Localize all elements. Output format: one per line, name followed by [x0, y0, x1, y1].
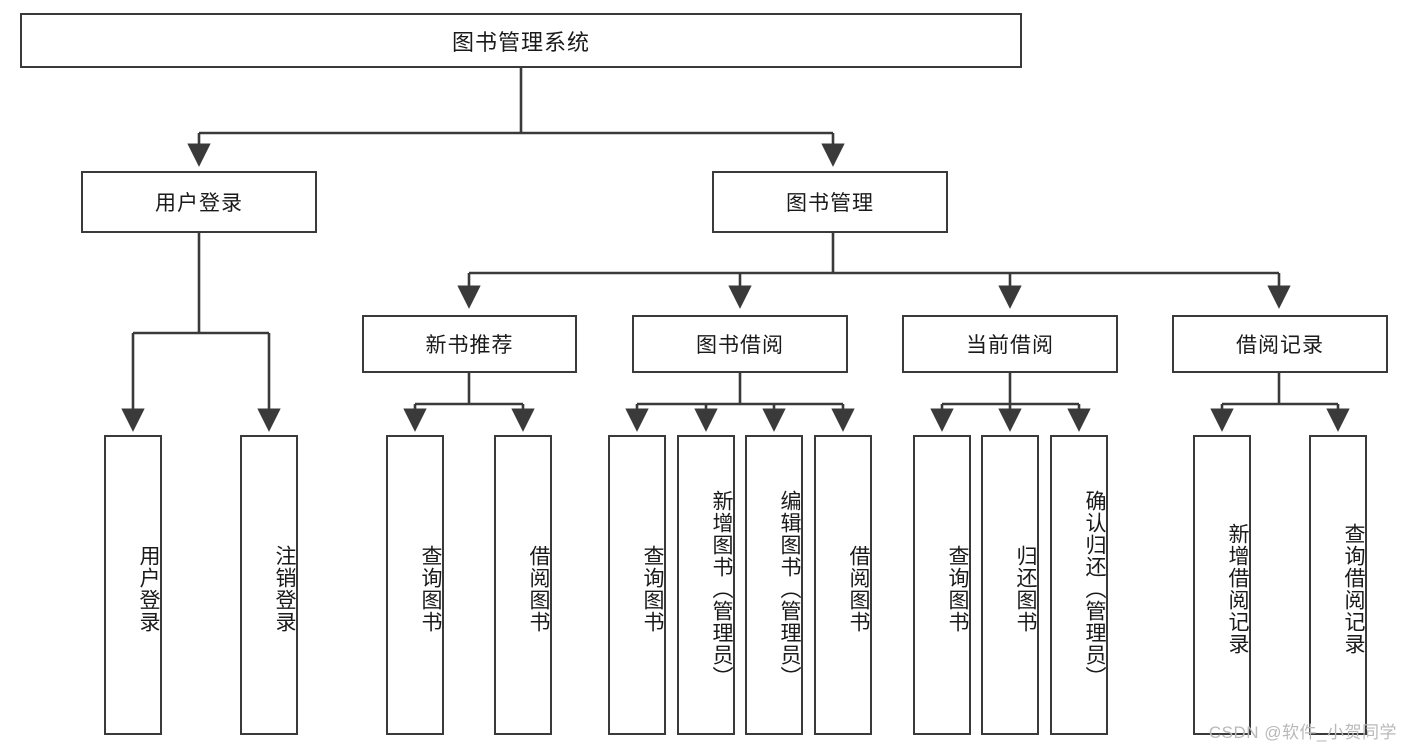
node-book-borrow-label: 图书借阅 — [696, 334, 784, 357]
leaf-borrow-record-2-label: 查询借阅记录 — [1342, 523, 1365, 655]
node-current-borrow-label: 当前借阅 — [966, 334, 1054, 357]
leaf-book-borrow-2[interactable]: 新增图书（管理员） — [677, 435, 735, 735]
leaf-current-borrow-3-label: 确认归还（管理员） — [1083, 490, 1106, 688]
leaf-current-borrow-1-label: 查询图书 — [946, 545, 969, 633]
leaf-current-borrow-3[interactable]: 确认归还（管理员） — [1050, 435, 1108, 735]
leaf-user-login-2-label: 注销登录 — [273, 545, 296, 633]
leaf-new-book-1[interactable]: 查询图书 — [386, 435, 444, 735]
node-new-book-recommend[interactable]: 新书推荐 — [362, 315, 577, 373]
node-borrow-record-label: 借阅记录 — [1236, 334, 1324, 357]
leaf-new-book-2[interactable]: 借阅图书 — [494, 435, 552, 735]
leaf-book-borrow-2-label: 新增图书（管理员） — [710, 490, 733, 688]
leaf-book-borrow-3-label: 编辑图书（管理员） — [778, 490, 801, 688]
node-borrow-record[interactable]: 借阅记录 — [1172, 315, 1388, 373]
leaf-borrow-record-1[interactable]: 新增借阅记录 — [1193, 435, 1251, 735]
node-root-system-label: 图书管理系统 — [451, 29, 590, 55]
node-book-manage-label: 图书管理 — [786, 192, 874, 215]
leaf-book-borrow-4-label: 借阅图书 — [847, 545, 870, 633]
node-user-login-label: 用户登录 — [155, 192, 243, 215]
node-user-login[interactable]: 用户登录 — [81, 171, 317, 233]
node-current-borrow[interactable]: 当前借阅 — [902, 315, 1118, 373]
node-book-borrow[interactable]: 图书借阅 — [632, 315, 848, 373]
leaf-borrow-record-2[interactable]: 查询借阅记录 — [1309, 435, 1367, 735]
node-new-book-recommend-label: 新书推荐 — [425, 334, 514, 357]
leaf-borrow-record-1-label: 新增借阅记录 — [1226, 523, 1249, 655]
csdn-watermark: CSDN @软件_小贺同学 — [1208, 723, 1397, 742]
node-root-system[interactable]: 图书管理系统 — [20, 13, 1022, 68]
leaf-user-login-1-label: 用户登录 — [137, 545, 160, 633]
leaf-new-book-2-label: 借阅图书 — [527, 545, 550, 633]
leaf-book-borrow-3[interactable]: 编辑图书（管理员） — [745, 435, 803, 735]
leaf-book-borrow-1[interactable]: 查询图书 — [608, 435, 666, 735]
leaf-current-borrow-2-label: 归还图书 — [1014, 545, 1037, 633]
leaf-current-borrow-2[interactable]: 归还图书 — [981, 435, 1039, 735]
leaf-book-borrow-1-label: 查询图书 — [641, 545, 664, 633]
leaf-current-borrow-1[interactable]: 查询图书 — [913, 435, 971, 735]
leaf-user-login-1[interactable]: 用户登录 — [104, 435, 162, 735]
leaf-book-borrow-4[interactable]: 借阅图书 — [814, 435, 872, 735]
node-book-manage[interactable]: 图书管理 — [712, 171, 948, 233]
leaf-user-login-2[interactable]: 注销登录 — [240, 435, 298, 735]
leaf-new-book-1-label: 查询图书 — [419, 545, 442, 633]
